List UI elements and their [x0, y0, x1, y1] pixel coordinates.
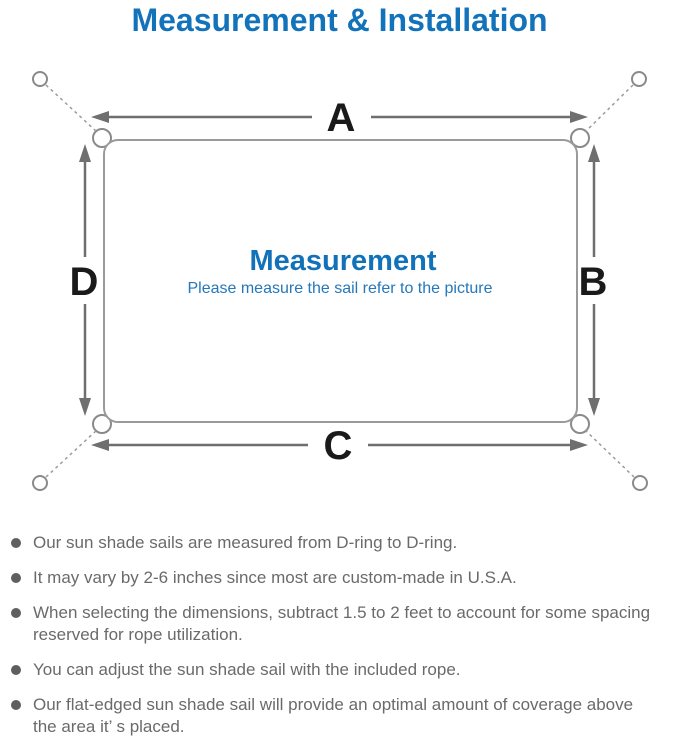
dimension-label-d: D: [70, 260, 99, 304]
notes-list: Our sun shade sails are measured from D-…: [11, 532, 671, 739]
page-title: Measurement & Installation: [131, 2, 548, 38]
d-ring-icon: [92, 128, 112, 148]
bullet-dot-icon: [11, 573, 21, 583]
note-line: You can adjust the sun shade sail with t…: [33, 660, 461, 679]
dimension-arrow-a: [91, 111, 588, 123]
note-line: Our flat-edged sun shade sail will provi…: [33, 695, 634, 714]
measurement-heading: Measurement: [250, 245, 437, 277]
bullet-dot-icon: [11, 700, 21, 710]
d-ring-icon: [570, 128, 590, 148]
dimension-label-a: A: [327, 96, 356, 140]
dimension-label-c: C: [324, 424, 353, 468]
measurement-subtitle: Please measure the sail refer to the pic…: [187, 280, 492, 297]
note-line: Our sun shade sails are measured from D-…: [33, 533, 458, 552]
anchor-point-icon: [631, 71, 647, 87]
anchor-point-icon: [32, 475, 48, 491]
rope-dashed-line: [45, 84, 98, 133]
d-ring-icon: [92, 414, 112, 434]
note-item: Our flat-edged sun shade sail will provi…: [11, 694, 671, 738]
anchor-point-icon: [32, 71, 48, 87]
shade-sail-measurement-diagram: A B C D Measurement Please measure the s…: [32, 71, 648, 491]
dimension-label-b: B: [579, 260, 608, 304]
dimension-arrow-d: [79, 144, 91, 416]
note-line: When selecting the dimensions, subtract …: [33, 603, 651, 622]
d-ring-icon: [570, 414, 590, 434]
anchor-point-icon: [632, 475, 648, 491]
sail-outline-rect: [103, 139, 578, 423]
rope-dashed-line: [584, 429, 635, 478]
rope-dashed-line: [584, 84, 634, 133]
note-item: When selecting the dimensions, subtract …: [11, 602, 671, 646]
note-item: Our sun shade sails are measured from D-…: [11, 532, 671, 554]
note-item: It may vary by 2-6 inches since most are…: [11, 567, 671, 589]
note-line: the area it’ s placed.: [33, 717, 185, 736]
bullet-dot-icon: [11, 608, 21, 618]
dimension-arrow-c: [91, 439, 588, 451]
rope-dashed-line: [45, 429, 98, 478]
note-line: reserved for rope utilization.: [33, 625, 243, 644]
dimension-arrow-b: [588, 144, 600, 416]
bullet-dot-icon: [11, 665, 21, 675]
note-line: It may vary by 2-6 inches since most are…: [33, 568, 517, 587]
bullet-dot-icon: [11, 538, 21, 548]
note-item: You can adjust the sun shade sail with t…: [11, 659, 671, 681]
